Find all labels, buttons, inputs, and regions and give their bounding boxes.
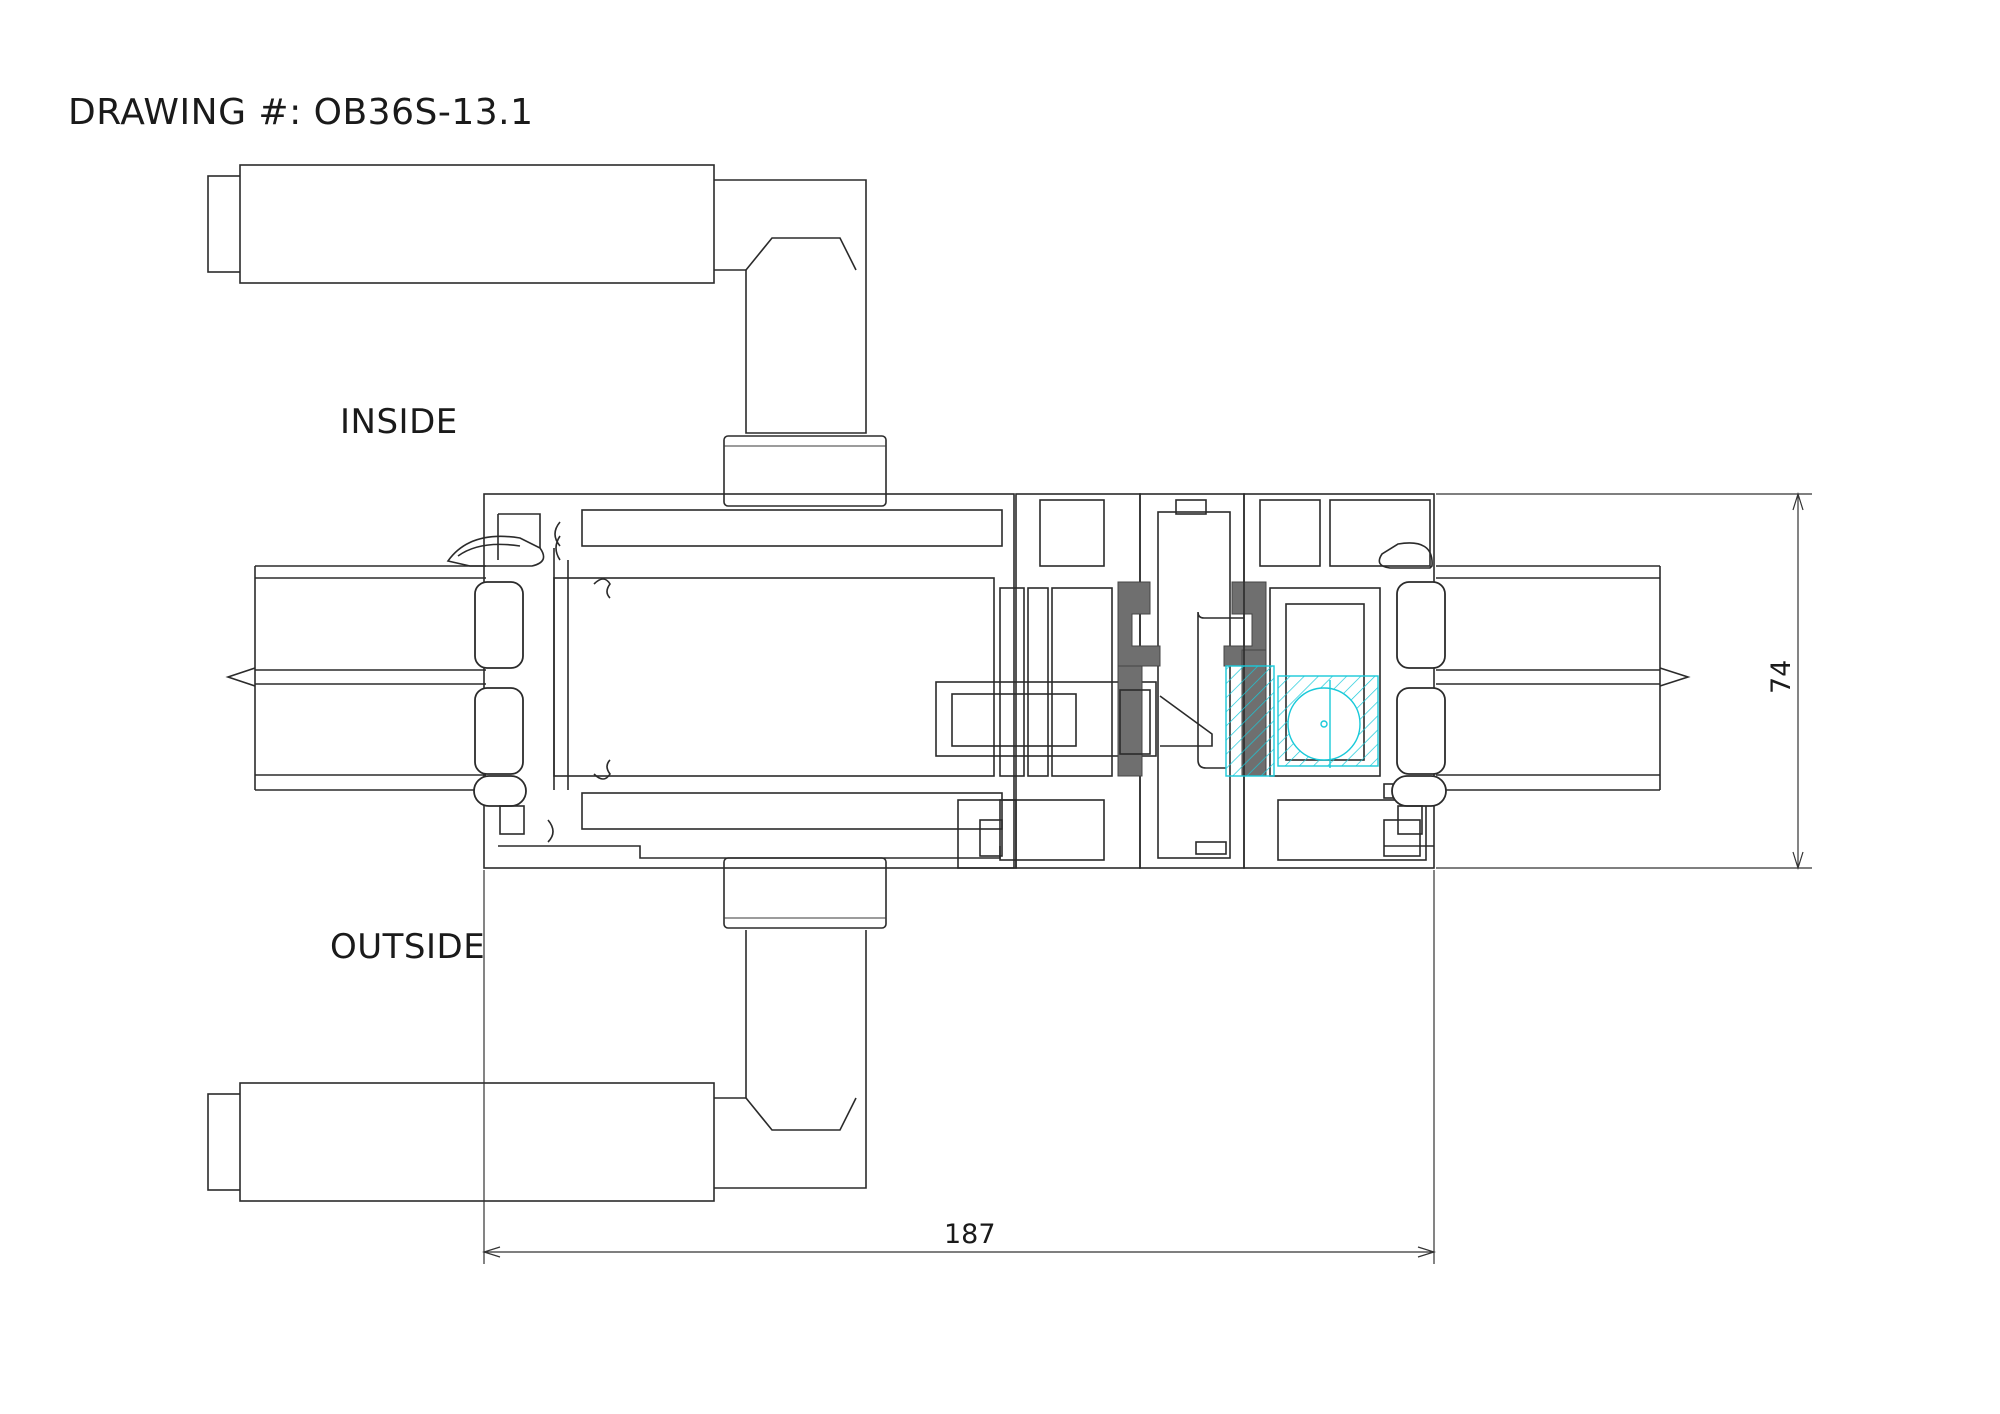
right-sash-profile bbox=[1225, 493, 1435, 869]
height-dimension-label: 74 bbox=[1766, 660, 1797, 694]
width-dimension: 187 bbox=[481, 870, 1437, 1264]
outside-label: OUTSIDE bbox=[330, 927, 485, 967]
outside-handle bbox=[207, 857, 887, 1202]
inside-label: INSIDE bbox=[340, 402, 458, 442]
height-dimension: 74 bbox=[1436, 491, 1812, 871]
glazing-right bbox=[1436, 565, 1691, 791]
left-sash-profile bbox=[446, 493, 1015, 869]
drawing-title: DRAWING #: OB36S-13.1 bbox=[68, 92, 534, 133]
glazing-left bbox=[225, 565, 486, 791]
right-gaskets bbox=[1391, 581, 1447, 835]
width-dimension-label: 187 bbox=[944, 1219, 996, 1250]
inside-handle bbox=[207, 164, 887, 507]
left-gaskets bbox=[473, 581, 527, 835]
